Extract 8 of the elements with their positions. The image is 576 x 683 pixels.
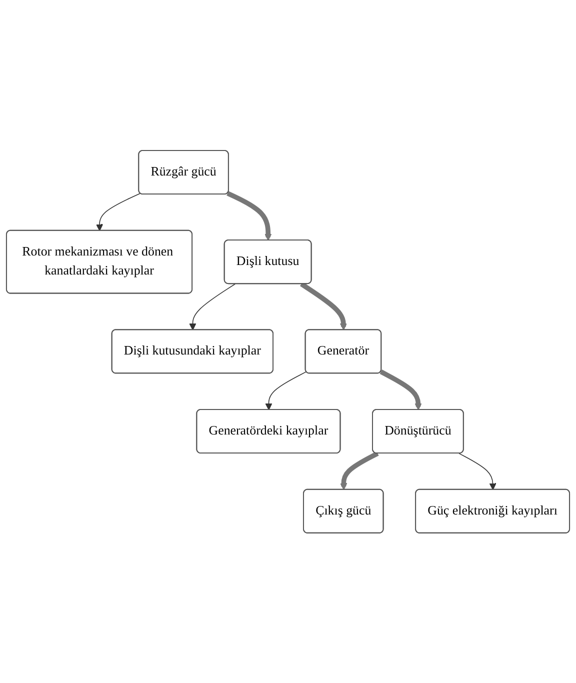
arrow <box>380 369 422 410</box>
arrow <box>96 192 141 231</box>
arrow <box>265 371 307 410</box>
arrow <box>458 452 496 490</box>
arrow <box>226 190 272 241</box>
arrow <box>340 451 379 490</box>
arrow <box>300 282 348 330</box>
arrow <box>189 283 236 330</box>
